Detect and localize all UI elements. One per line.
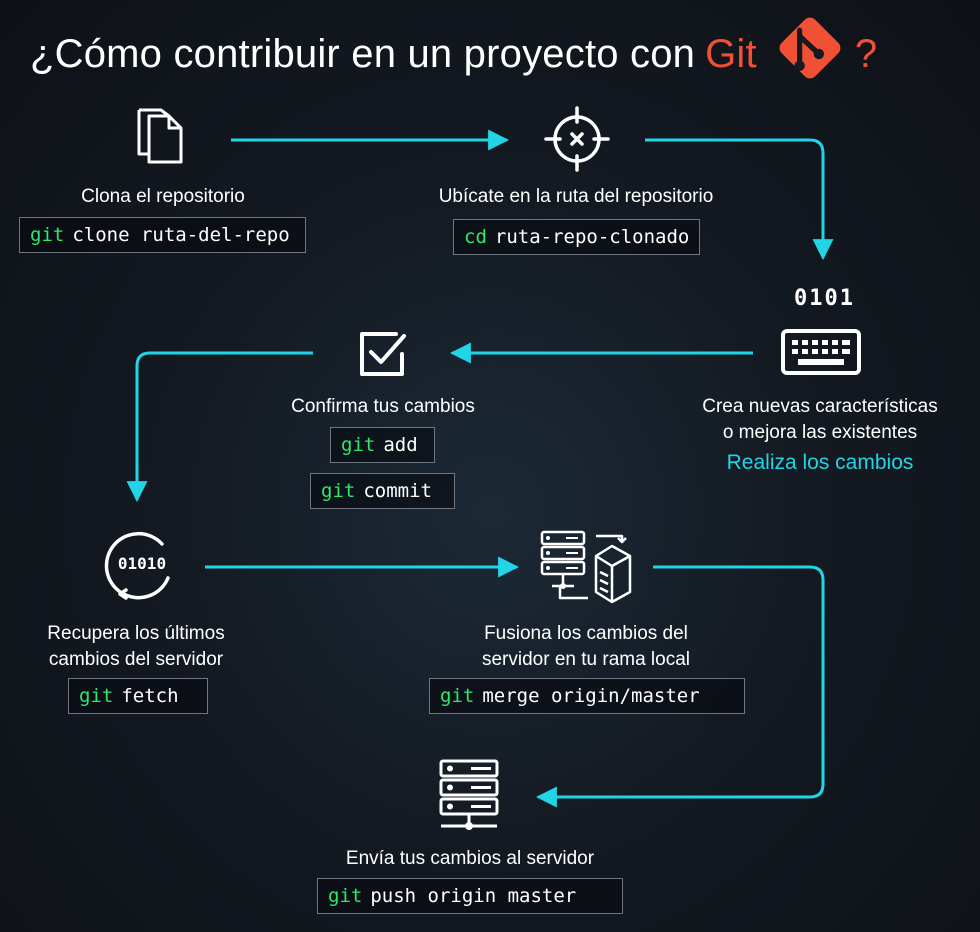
command-args: add (383, 434, 418, 456)
command-keyword: git (341, 434, 376, 456)
arrow-commit-to-fetch (126, 351, 313, 503)
command-keyword: cd (464, 226, 487, 248)
binary-digits: 0101 (794, 286, 855, 311)
command-args: commit (363, 480, 432, 502)
step-clone-label: Clona el repositorio (81, 186, 245, 207)
title-git-word: Git (705, 32, 757, 76)
title-question-mark: ? (854, 32, 878, 76)
server-merge-icon (540, 530, 632, 604)
command-args: fetch (121, 685, 179, 707)
step-commit-commit-command[interactable]: git commit (310, 473, 455, 509)
command-args: ruta-repo-clonado (494, 226, 690, 248)
keyboard-binary-icon: 0101 (776, 286, 872, 382)
step-changes-label-line2: o mejora las existentes (722, 422, 918, 443)
step-push-label: Envía tus cambios al servidor (345, 848, 595, 869)
step-merge-label-line2: servidor en tu rama local (481, 649, 691, 670)
command-keyword: git (30, 224, 65, 246)
step-clone-command[interactable]: git clone ruta-del-repo (19, 217, 306, 253)
sync-arrow-icon (104, 531, 170, 600)
step-merge-label-line1: Fusiona los cambios del (484, 623, 688, 644)
checkbox-icon (360, 332, 406, 376)
target-icon (544, 106, 610, 172)
step-changes-label-line1: Crea nuevas características (702, 396, 938, 417)
command-keyword: git (321, 480, 356, 502)
command-args: merge origin/master (482, 685, 700, 707)
step-changes-highlight: Realiza los cambios (726, 451, 914, 474)
arrow-merge-to-push (535, 565, 825, 808)
step-push-command[interactable]: git push origin master (317, 878, 623, 914)
step-commit-label: Confirma tus cambios (291, 396, 475, 417)
step-merge-command[interactable]: git merge origin/master (429, 678, 745, 714)
git-logo-icon (779, 18, 841, 79)
command-args: clone ruta-del-repo (72, 224, 290, 246)
title-prefix: ¿Cómo contribuir en un proyecto con (30, 32, 696, 76)
sync-binary-icon: 01010 (100, 528, 178, 606)
keyboard-icon (781, 329, 861, 375)
command-args: push origin master (370, 885, 577, 907)
step-locate-label: Ubícate en la ruta del repositorio (438, 186, 714, 207)
step-locate-command[interactable]: cd ruta-repo-clonado (453, 219, 700, 255)
step-fetch-label-line1: Recupera los últimos (47, 623, 225, 644)
server-rack-icon (439, 759, 499, 830)
binary-digits: 01010 (117, 554, 167, 573)
documents-icon (137, 108, 183, 164)
step-fetch-command[interactable]: git fetch (68, 678, 208, 714)
command-keyword: git (328, 885, 363, 907)
command-keyword: git (79, 685, 114, 707)
step-fetch-label-line2: cambios del servidor (48, 649, 224, 670)
command-keyword: git (440, 685, 475, 707)
arrow-locate-to-changes (645, 138, 834, 261)
